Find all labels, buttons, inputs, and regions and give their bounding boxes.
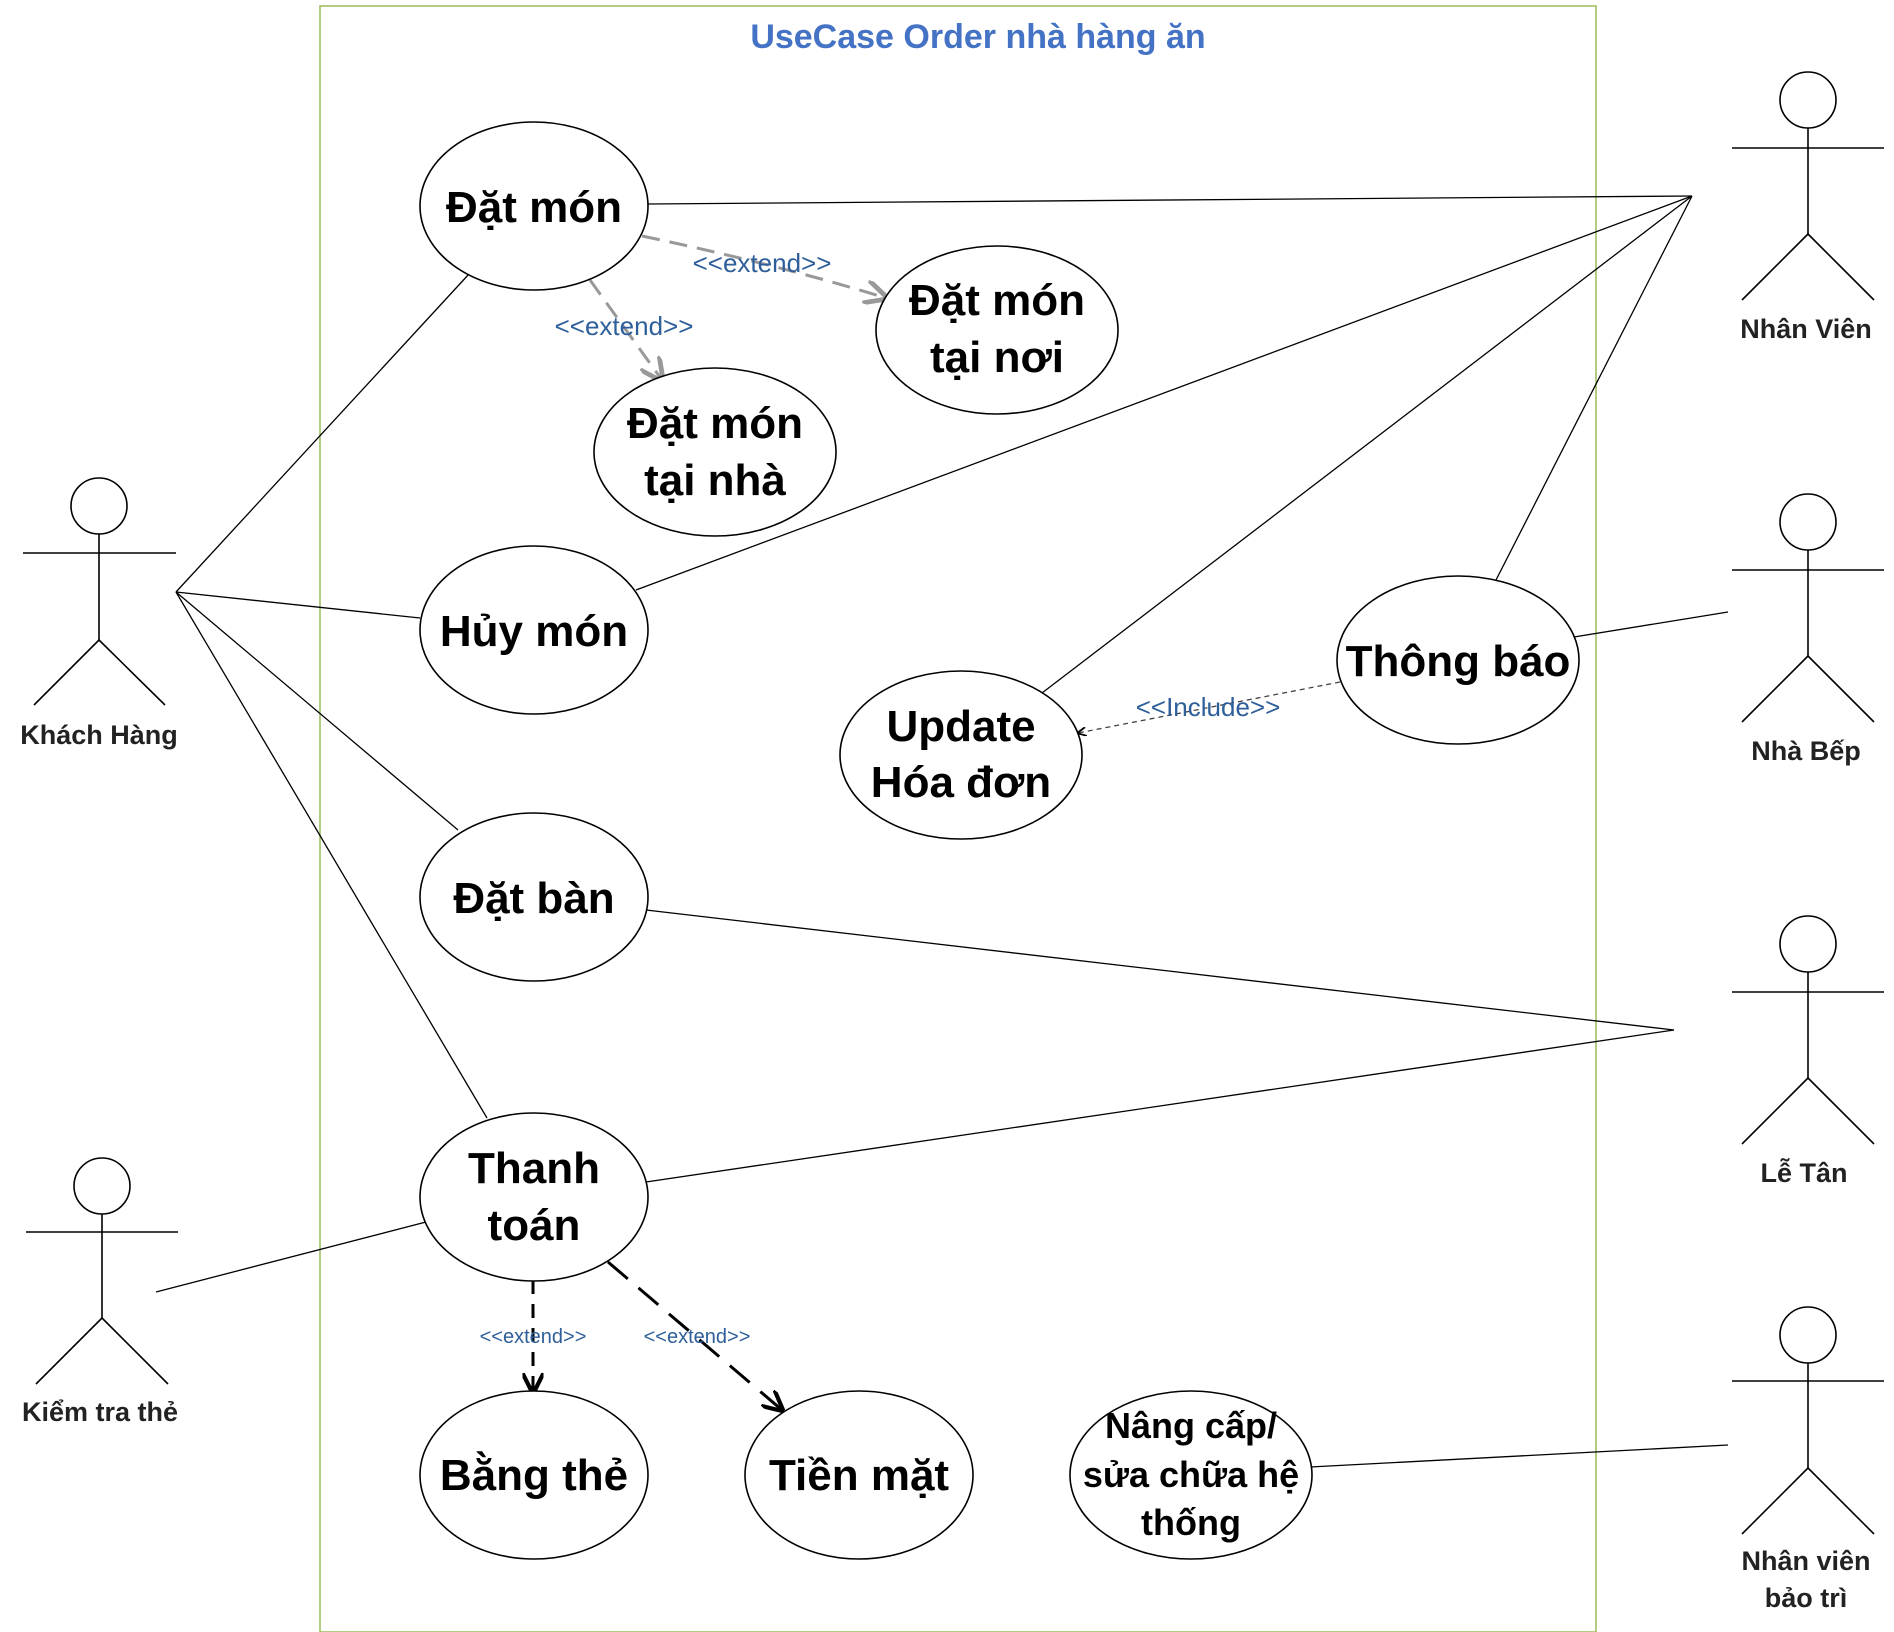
use-case-thong-bao: Thông báo [1336, 575, 1580, 745]
actor-nha-bep: Nhà Bếp [1732, 493, 1884, 766]
actor-label: Nhà Bếp [1751, 736, 1861, 766]
use-case-label: thống [1141, 1502, 1241, 1543]
actor-nhan-vien-bao-tri: Nhân viên bảo trì [1732, 1306, 1884, 1613]
use-case-thanh-toan: Thanh toán [419, 1112, 649, 1282]
extend-arrow-tai-nha [588, 279, 662, 380]
actor-head [73, 1157, 131, 1215]
use-case-label: Đặt món [446, 183, 622, 232]
association-lines [155, 195, 1729, 1468]
actor-head [1779, 915, 1837, 973]
use-case-label: Hóa đơn [871, 758, 1051, 807]
use-case-label: Nâng cấp/ [1105, 1405, 1277, 1446]
assoc-nhan-vien-huy-mon [635, 195, 1693, 591]
assoc-nhan-vien-thong-bao [1495, 195, 1693, 581]
use-case-dat-mon-tai-nha: Đặt món tại nhà [593, 367, 837, 537]
actor-nhan-vien: Nhân Viên [1732, 71, 1884, 344]
assoc-le-tan-thanh-toan [645, 1029, 1675, 1183]
assoc-khach-hang-thanh-toan [175, 591, 488, 1119]
use-case-nang-cap-sua-chua: Nâng cấp/ sửa chữa hệ thống [1069, 1390, 1313, 1560]
use-case-label: Đặt bàn [453, 874, 614, 923]
system-boundary [319, 5, 1597, 1632]
use-case-label: Đặt món [627, 399, 803, 448]
use-case-update-hoa-don: Update Hóa đơn [839, 670, 1083, 840]
stereotype-extend-tien-mat: <<extend>> [644, 1326, 751, 1348]
actor-label: Nhân Viên [1740, 314, 1872, 344]
assoc-khach-hang-dat-mon [175, 273, 470, 593]
actor-label: Kiểm tra thẻ [22, 1397, 178, 1427]
actor-label: Khách Hàng [20, 720, 178, 750]
assoc-khach-hang-huy-mon [175, 591, 421, 619]
use-case-label: Hủy món [440, 607, 628, 656]
assoc-kiem-tra-the-thanh-toan [155, 1221, 427, 1293]
actor-head [70, 477, 128, 535]
use-case-label: Thông báo [1346, 637, 1571, 686]
actor-le-tan: Lễ Tân [1732, 915, 1884, 1188]
use-case-label: tại nơi [930, 333, 1064, 382]
use-case-label: tại nhà [644, 456, 786, 505]
stereotype-extend-bang-the: <<extend>> [480, 1326, 587, 1348]
use-case-dat-mon: Đặt món [419, 121, 649, 291]
assoc-nhan-vien-dat-mon [647, 195, 1693, 205]
use-case-label: toán [488, 1201, 581, 1250]
assoc-nhan-vien-update-hoa-don [1041, 195, 1693, 694]
use-case-dat-mon-tai-noi: Đặt món tại nơi [875, 245, 1119, 415]
use-case-dat-ban: Đặt bàn [419, 812, 649, 982]
actor-head [1779, 71, 1837, 129]
stereotype-include-update: <<Include>> [1136, 692, 1281, 722]
actor-label: Nhân viên [1741, 1546, 1870, 1576]
extend-arrow-tai-noi [641, 234, 886, 298]
use-case-huy-mon: Hủy món [419, 545, 649, 715]
assoc-khach-hang-dat-ban [175, 591, 459, 831]
assoc-le-tan-dat-ban [645, 909, 1675, 1031]
use-case-bang-the: Bằng thẻ [419, 1390, 649, 1560]
actor-head [1779, 1306, 1837, 1364]
stereotype-extend-tai-nha: <<extend>> [555, 311, 694, 341]
use-case-label: Update [886, 702, 1035, 751]
assoc-bao-tri-nang-cap [1309, 1444, 1729, 1468]
actor-khach-hang: Khách Hàng [20, 477, 178, 750]
stereotype-extend-tai-noi: <<extend>> [693, 248, 832, 278]
use-case-label: Bằng thẻ [440, 1450, 628, 1500]
dependency-arrows [533, 234, 1341, 1410]
actor-label: bảo trì [1765, 1583, 1848, 1613]
use-case-label: Đặt món [909, 276, 1085, 325]
use-case-label: Tiền mặt [769, 1451, 949, 1500]
use-case-label: Thanh [468, 1144, 600, 1193]
assoc-nha-bep-thong-bao [1573, 611, 1729, 638]
actor-label: Lễ Tân [1760, 1157, 1847, 1188]
actor-head [1779, 493, 1837, 551]
use-case-tien-mat: Tiền mặt [744, 1390, 974, 1560]
diagram-title: UseCase Order nhà hàng ăn [750, 18, 1205, 56]
actor-kiem-tra-the: Kiểm tra thẻ [22, 1157, 178, 1427]
use-case-label: sửa chữa hệ [1083, 1454, 1299, 1495]
